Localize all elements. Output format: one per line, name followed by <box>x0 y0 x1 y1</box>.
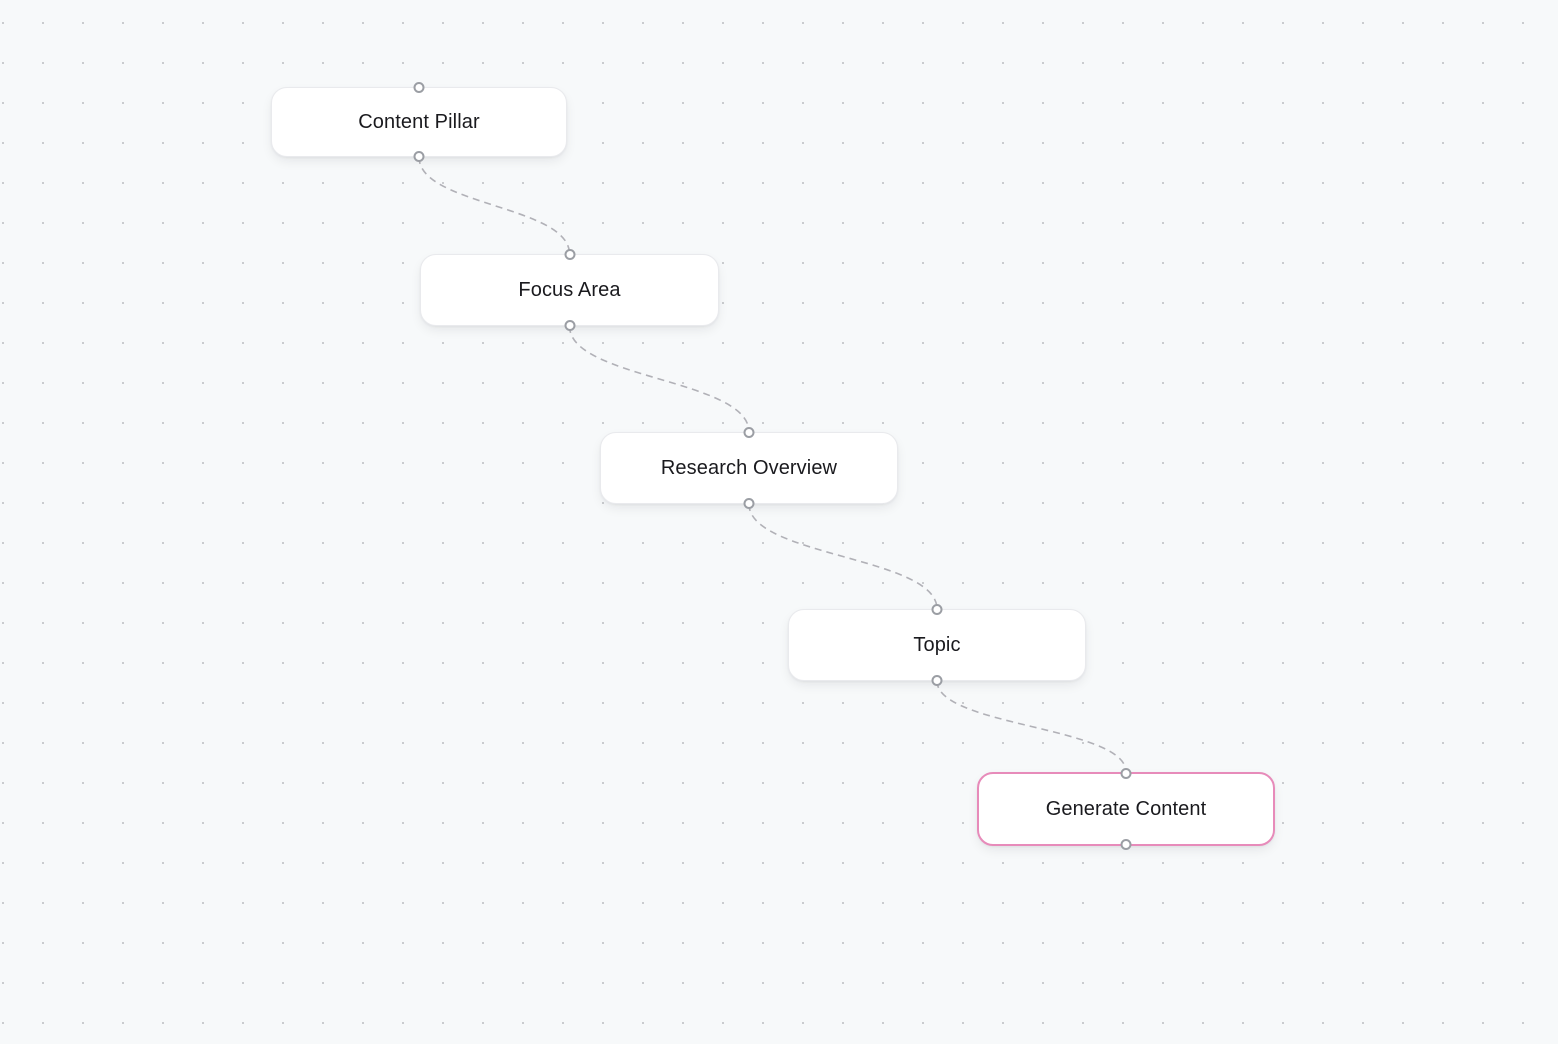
edge-topic-generate-content[interactable] <box>936 680 1127 773</box>
node-focus-area[interactable]: Focus Area <box>420 249 719 331</box>
node-research-overview[interactable]: Research Overview <box>600 427 898 509</box>
node-handle-bottom[interactable] <box>564 320 575 331</box>
node-handle-top[interactable] <box>931 604 943 615</box>
node-topic[interactable]: Topic <box>788 604 1086 686</box>
node-handle-top[interactable] <box>413 82 425 93</box>
node-label: Generate Content <box>1045 797 1207 820</box>
node-content-pillar[interactable]: Content Pillar <box>271 82 567 162</box>
edge-research-overview-topic[interactable] <box>748 503 938 610</box>
node-handle-bottom[interactable] <box>931 675 943 686</box>
node-label: Topic <box>913 633 961 656</box>
node-handle-bottom[interactable] <box>1120 839 1132 850</box>
node-handle-top[interactable] <box>743 427 755 438</box>
node-label: Research Overview <box>660 456 838 479</box>
node-generate-content[interactable]: Generate Content <box>977 768 1275 850</box>
node-label: Focus Area <box>518 278 621 301</box>
edge-content-pillar-focus-area[interactable] <box>418 156 571 255</box>
node-handle-bottom[interactable] <box>413 151 425 162</box>
node-handle-top[interactable] <box>1120 768 1132 779</box>
edge-focus-area-research-overview[interactable] <box>568 325 750 433</box>
node-label: Content Pillar <box>358 110 480 133</box>
node-handle-bottom[interactable] <box>743 498 755 509</box>
node-handle-top[interactable] <box>564 249 575 260</box>
